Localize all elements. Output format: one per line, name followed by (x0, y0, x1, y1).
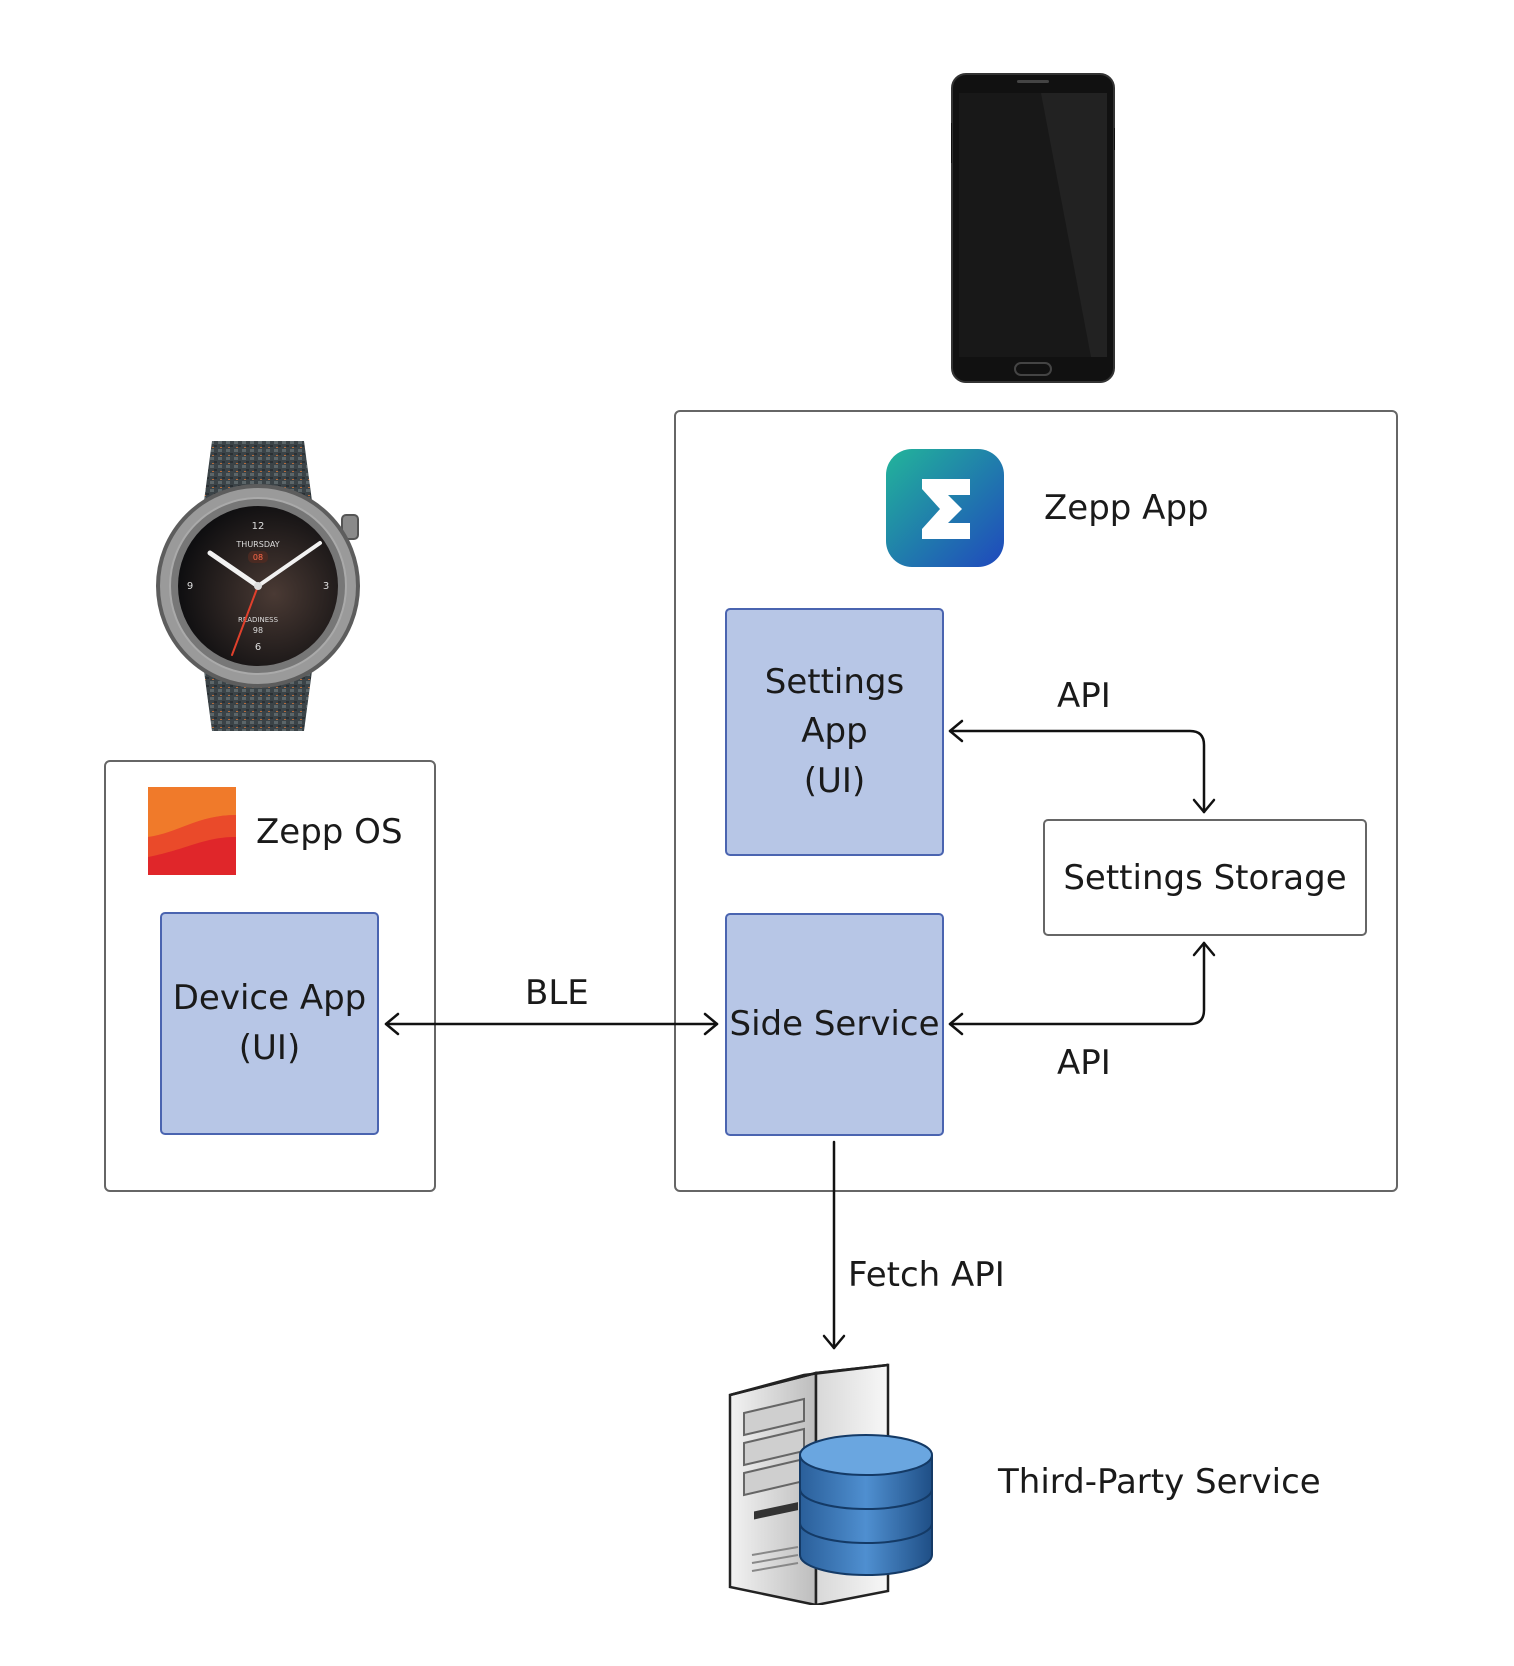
zepp-os-logo-icon (148, 787, 236, 875)
fetch-api-label: Fetch API (848, 1255, 1005, 1295)
api-bottom-arrowhead-up (1192, 941, 1216, 957)
watch-strap-top (204, 441, 312, 501)
third-party-service-label: Third-Party Service (998, 1462, 1321, 1502)
api-bottom-label: API (1057, 1043, 1111, 1083)
ble-arrowhead-left (384, 1012, 400, 1036)
side-service-box: Side Service (725, 913, 944, 1136)
watch-strap-bottom (204, 671, 312, 731)
api-top-label: API (1057, 676, 1111, 716)
watch-image: 12 3 6 9 THURSDAY 08 READINESS 98 (154, 441, 366, 731)
zepp-app-label: Zepp App (1044, 488, 1209, 528)
ble-arrowhead-right (703, 1012, 719, 1036)
api-bottom-arrowhead-left (948, 1012, 964, 1036)
dial-12: 12 (252, 521, 265, 532)
api-top-arrowhead-down (1192, 798, 1216, 814)
watch-readiness-label: READINESS (238, 616, 279, 624)
fetch-arrowhead-down (822, 1334, 846, 1350)
watch-readiness-value: 98 (253, 626, 263, 635)
watch-date: 08 (253, 553, 263, 562)
zepp-app-sigma-icon (886, 449, 1004, 567)
dial-9: 9 (187, 581, 193, 592)
settings-app-box: Settings App (UI) (725, 608, 944, 856)
device-app-box: Device App (UI) (160, 912, 379, 1135)
watch-day: THURSDAY (235, 540, 279, 549)
api-bottom-arrow-line (948, 941, 1206, 1026)
api-top-arrow-line (948, 729, 1206, 814)
settings-storage-box: Settings Storage (1043, 819, 1367, 936)
api-top-arrowhead-left (948, 719, 964, 743)
dial-3: 3 (323, 581, 329, 592)
dial-6: 6 (255, 642, 261, 653)
ble-label: BLE (525, 973, 589, 1013)
phone-image (951, 73, 1115, 383)
zepp-os-label: Zepp OS (256, 812, 403, 852)
server-database-icon (728, 1355, 938, 1605)
